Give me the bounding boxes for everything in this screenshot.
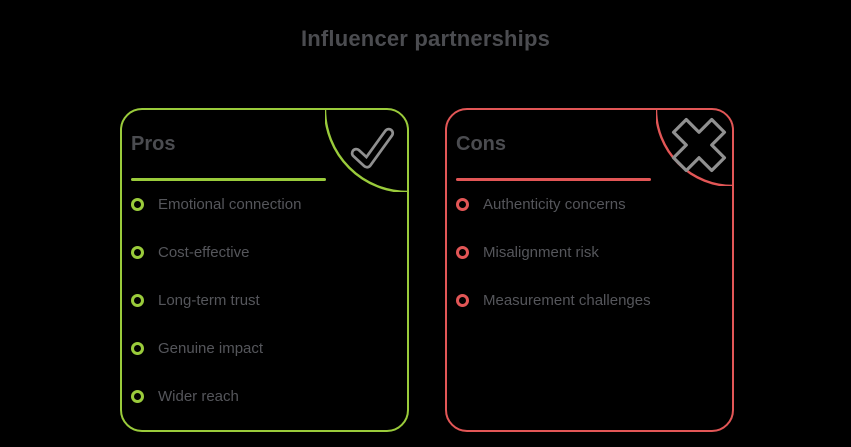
pros-corner-arc — [325, 109, 408, 192]
cons-card-title: Cons — [456, 133, 506, 155]
bullet-ring-icon — [131, 341, 144, 355]
cross-icon — [671, 117, 727, 173]
bullet-ring-icon — [456, 245, 469, 259]
bullet-ring-icon — [131, 197, 144, 211]
pros-card-title: Pros — [131, 133, 176, 155]
item-label: Measurement challenges — [483, 291, 651, 309]
cons-item: Authenticity concerns — [456, 180, 726, 228]
item-label: Misalignment risk — [483, 243, 599, 261]
item-label: Authenticity concerns — [483, 195, 626, 213]
bullet-ring-icon — [456, 197, 469, 211]
bullet-ring-icon — [456, 293, 469, 307]
cons-item: Measurement challenges — [456, 276, 726, 324]
pros-item: Genuine impact — [131, 324, 401, 372]
bullet-ring-icon — [131, 245, 144, 259]
pros-item: Long-term trust — [131, 276, 401, 324]
pros-title-underline — [131, 178, 326, 181]
item-label: Genuine impact — [158, 339, 264, 357]
check-icon — [350, 127, 395, 169]
bullet-ring-icon — [131, 389, 144, 403]
item-label: Long-term trust — [158, 291, 260, 309]
bullet-ring-icon — [131, 293, 144, 307]
cons-item: Misalignment risk — [456, 228, 726, 276]
pros-item: Wider reach — [131, 372, 401, 420]
pros-item: Cost-effective — [131, 228, 401, 276]
item-label: Cost-effective — [158, 243, 250, 261]
page-title: Influencer partnerships — [300, 26, 551, 51]
item-label: Wider reach — [158, 387, 239, 405]
pros-item: Emotional connection — [131, 180, 401, 228]
cons-title-underline — [456, 178, 651, 181]
item-label: Emotional connection — [158, 195, 302, 213]
